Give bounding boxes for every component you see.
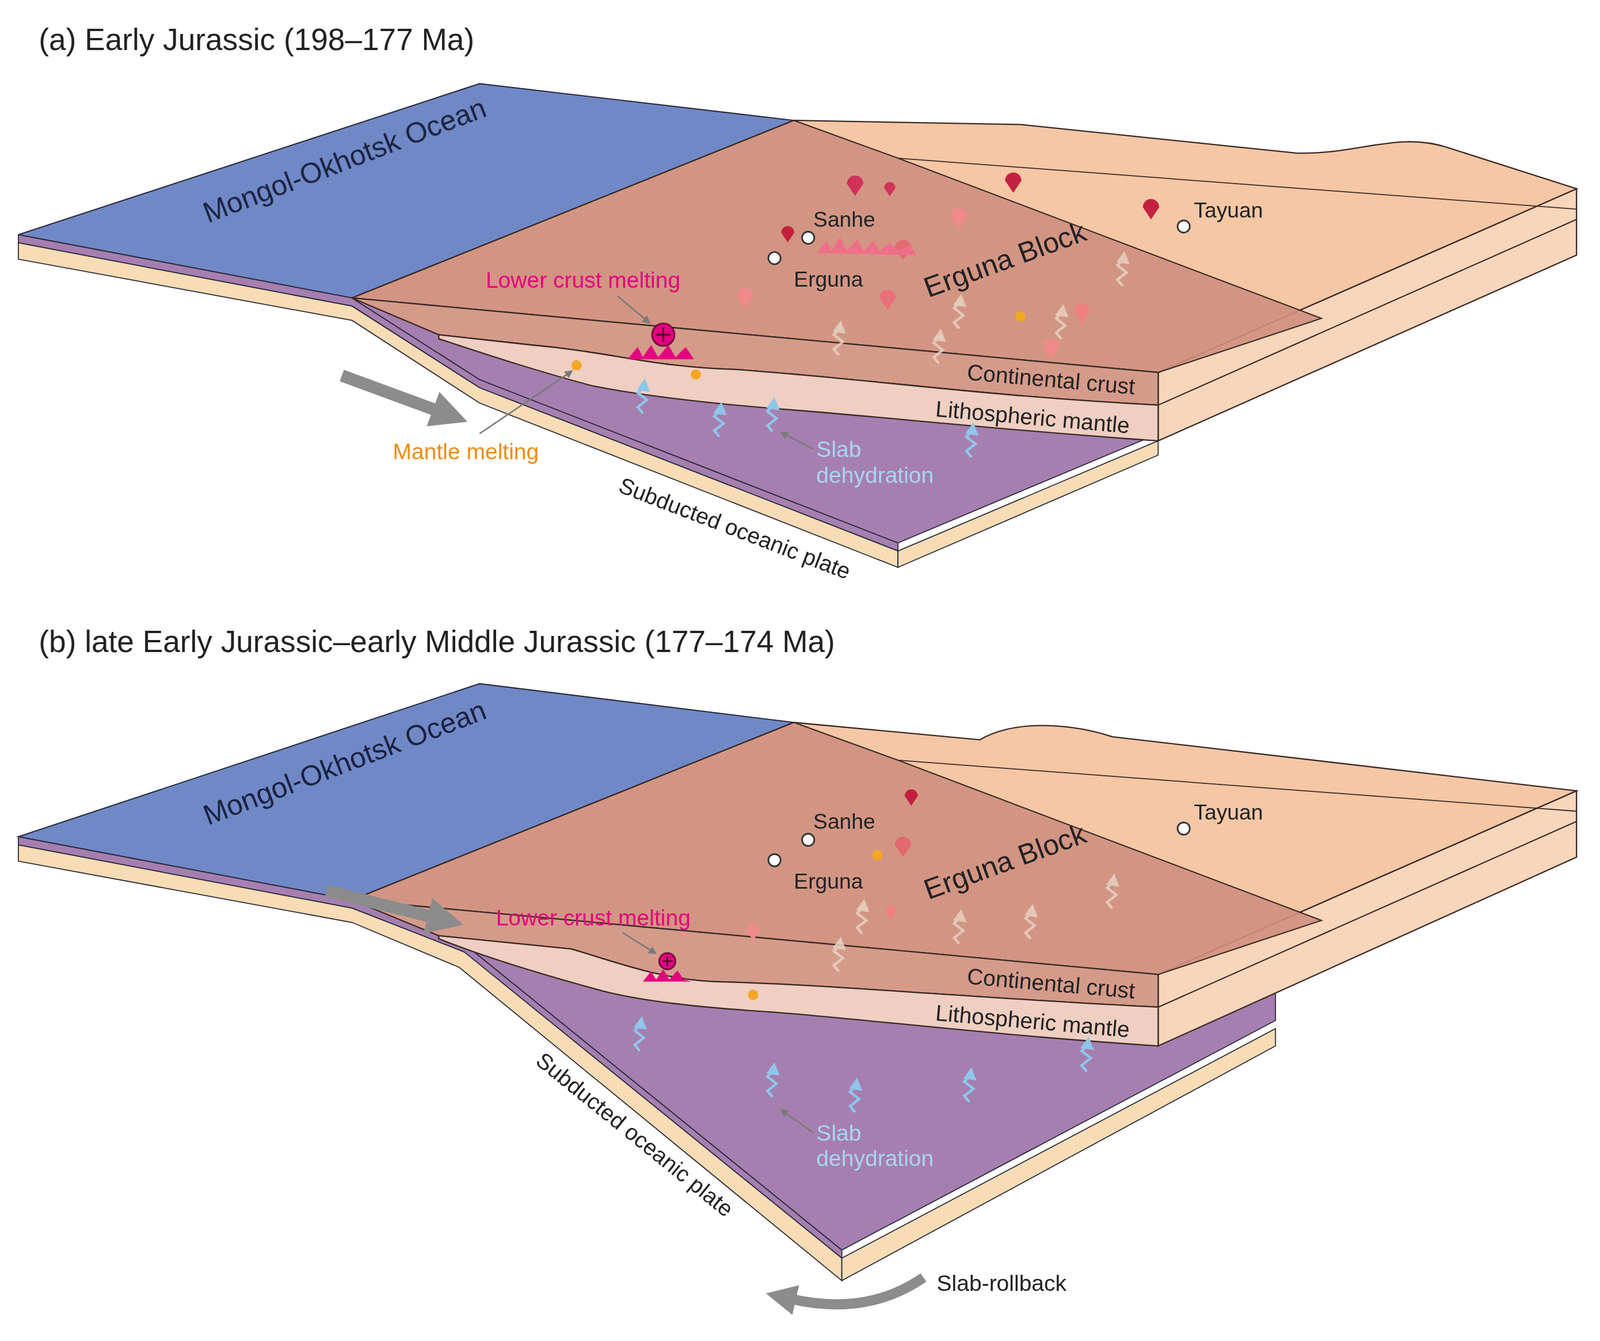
dehydration-ghost-arrow bbox=[1024, 904, 1038, 939]
magma-drop bbox=[690, 369, 702, 380]
magma-drop bbox=[950, 208, 967, 229]
magma-drop bbox=[1015, 311, 1026, 322]
melt-field bbox=[662, 955, 673, 967]
process-label: Lower crust melting bbox=[485, 267, 681, 294]
motion-arrow bbox=[326, 890, 924, 1305]
dehydration-arrow bbox=[965, 422, 979, 457]
dehydration-arrow bbox=[636, 378, 650, 414]
magma-drop bbox=[571, 360, 582, 371]
melt-field bbox=[652, 323, 675, 346]
place-name: Erguna bbox=[793, 869, 863, 895]
locality-dot bbox=[768, 854, 781, 867]
magma-drop bbox=[904, 789, 918, 806]
dehydration-arrow bbox=[713, 402, 727, 437]
place-name: Sanhe bbox=[813, 809, 876, 834]
magma-drop bbox=[781, 226, 795, 243]
continent-block bbox=[438, 334, 1158, 441]
dehydration-ghost-arrow bbox=[856, 898, 870, 934]
melt-field bbox=[658, 953, 676, 970]
dehydration-arrow bbox=[1080, 1036, 1095, 1072]
panel-title: (a) Early Jurassic (198–177 Ma) bbox=[38, 22, 475, 58]
panel-title: (b) late Early Jurassic–early Middle Jur… bbox=[38, 624, 835, 660]
dehydration-ghost-arrow bbox=[1054, 303, 1069, 339]
subducted-slab bbox=[897, 440, 1158, 568]
continent-block bbox=[352, 120, 1577, 441]
dehydration-arrow bbox=[766, 1062, 780, 1097]
leader-line bbox=[479, 295, 814, 449]
place-name: Tayuan bbox=[1193, 197, 1263, 223]
magma-drop bbox=[746, 924, 760, 941]
locality-dot bbox=[802, 231, 815, 244]
locality-dot bbox=[1177, 822, 1190, 835]
magma-drop bbox=[885, 905, 897, 920]
continent-block bbox=[352, 722, 1577, 1046]
locality-dot bbox=[802, 833, 815, 847]
dehydration-arrow bbox=[633, 1016, 647, 1051]
leader-line bbox=[479, 371, 572, 434]
magma-drop bbox=[847, 175, 864, 196]
motion-arrow bbox=[326, 890, 434, 918]
process-label: Slab-rollback bbox=[936, 1270, 1067, 1297]
magma-drop bbox=[879, 290, 896, 311]
continent-block bbox=[438, 935, 1158, 1046]
melt-field bbox=[656, 327, 671, 342]
continent-block bbox=[352, 900, 1159, 1008]
magma-drop bbox=[1073, 303, 1090, 324]
dehydration-ghost-arrow bbox=[932, 328, 946, 364]
locality-dot bbox=[1177, 220, 1190, 233]
magma-drop bbox=[884, 181, 896, 197]
motion-arrow bbox=[341, 375, 439, 411]
magma-drop bbox=[1042, 338, 1059, 360]
place-name: Sanhe bbox=[813, 207, 876, 232]
dehydration-ghost-arrow bbox=[1116, 250, 1130, 286]
dehydration-ghost-arrow bbox=[953, 909, 967, 944]
leader-line bbox=[781, 432, 814, 449]
magma-drop bbox=[894, 836, 912, 857]
dehydration-arrow bbox=[766, 397, 780, 432]
dehydration-arrow bbox=[848, 1077, 863, 1112]
melt-field bbox=[816, 236, 917, 255]
melt-field bbox=[642, 953, 692, 982]
leader-line bbox=[781, 1110, 814, 1133]
place-name: Erguna bbox=[793, 267, 863, 293]
melt-field bbox=[627, 236, 917, 360]
place-name: Tayuan bbox=[1193, 800, 1263, 825]
process-label: Slab dehydration bbox=[816, 1120, 970, 1173]
motion-arrow bbox=[341, 375, 439, 411]
dehydration-ghost-arrow bbox=[1106, 873, 1120, 909]
dehydration-arrow bbox=[963, 1067, 977, 1103]
dehydration-ghost-arrow bbox=[832, 936, 847, 972]
leader-line bbox=[622, 932, 656, 953]
process-label: Lower crust melting bbox=[496, 905, 691, 932]
magma-drop bbox=[1004, 172, 1022, 193]
leader-line bbox=[622, 932, 814, 1133]
melt-field bbox=[627, 344, 694, 360]
process-label: Slab dehydration bbox=[816, 436, 970, 489]
magma-drop bbox=[872, 850, 883, 861]
magma-drop bbox=[1143, 199, 1160, 220]
magma-drop bbox=[746, 789, 918, 1001]
dehydration-arrow bbox=[636, 378, 979, 458]
magma-drop bbox=[736, 287, 753, 308]
magma-drop bbox=[748, 989, 759, 1001]
melt-field bbox=[642, 969, 692, 982]
locality-dot bbox=[768, 252, 781, 265]
dehydration-ghost-arrow bbox=[953, 294, 967, 329]
process-label: Mantle melting bbox=[393, 438, 540, 465]
leader-line bbox=[617, 295, 650, 323]
motion-arrow bbox=[790, 1277, 924, 1305]
dehydration-ghost-arrow bbox=[832, 320, 847, 356]
